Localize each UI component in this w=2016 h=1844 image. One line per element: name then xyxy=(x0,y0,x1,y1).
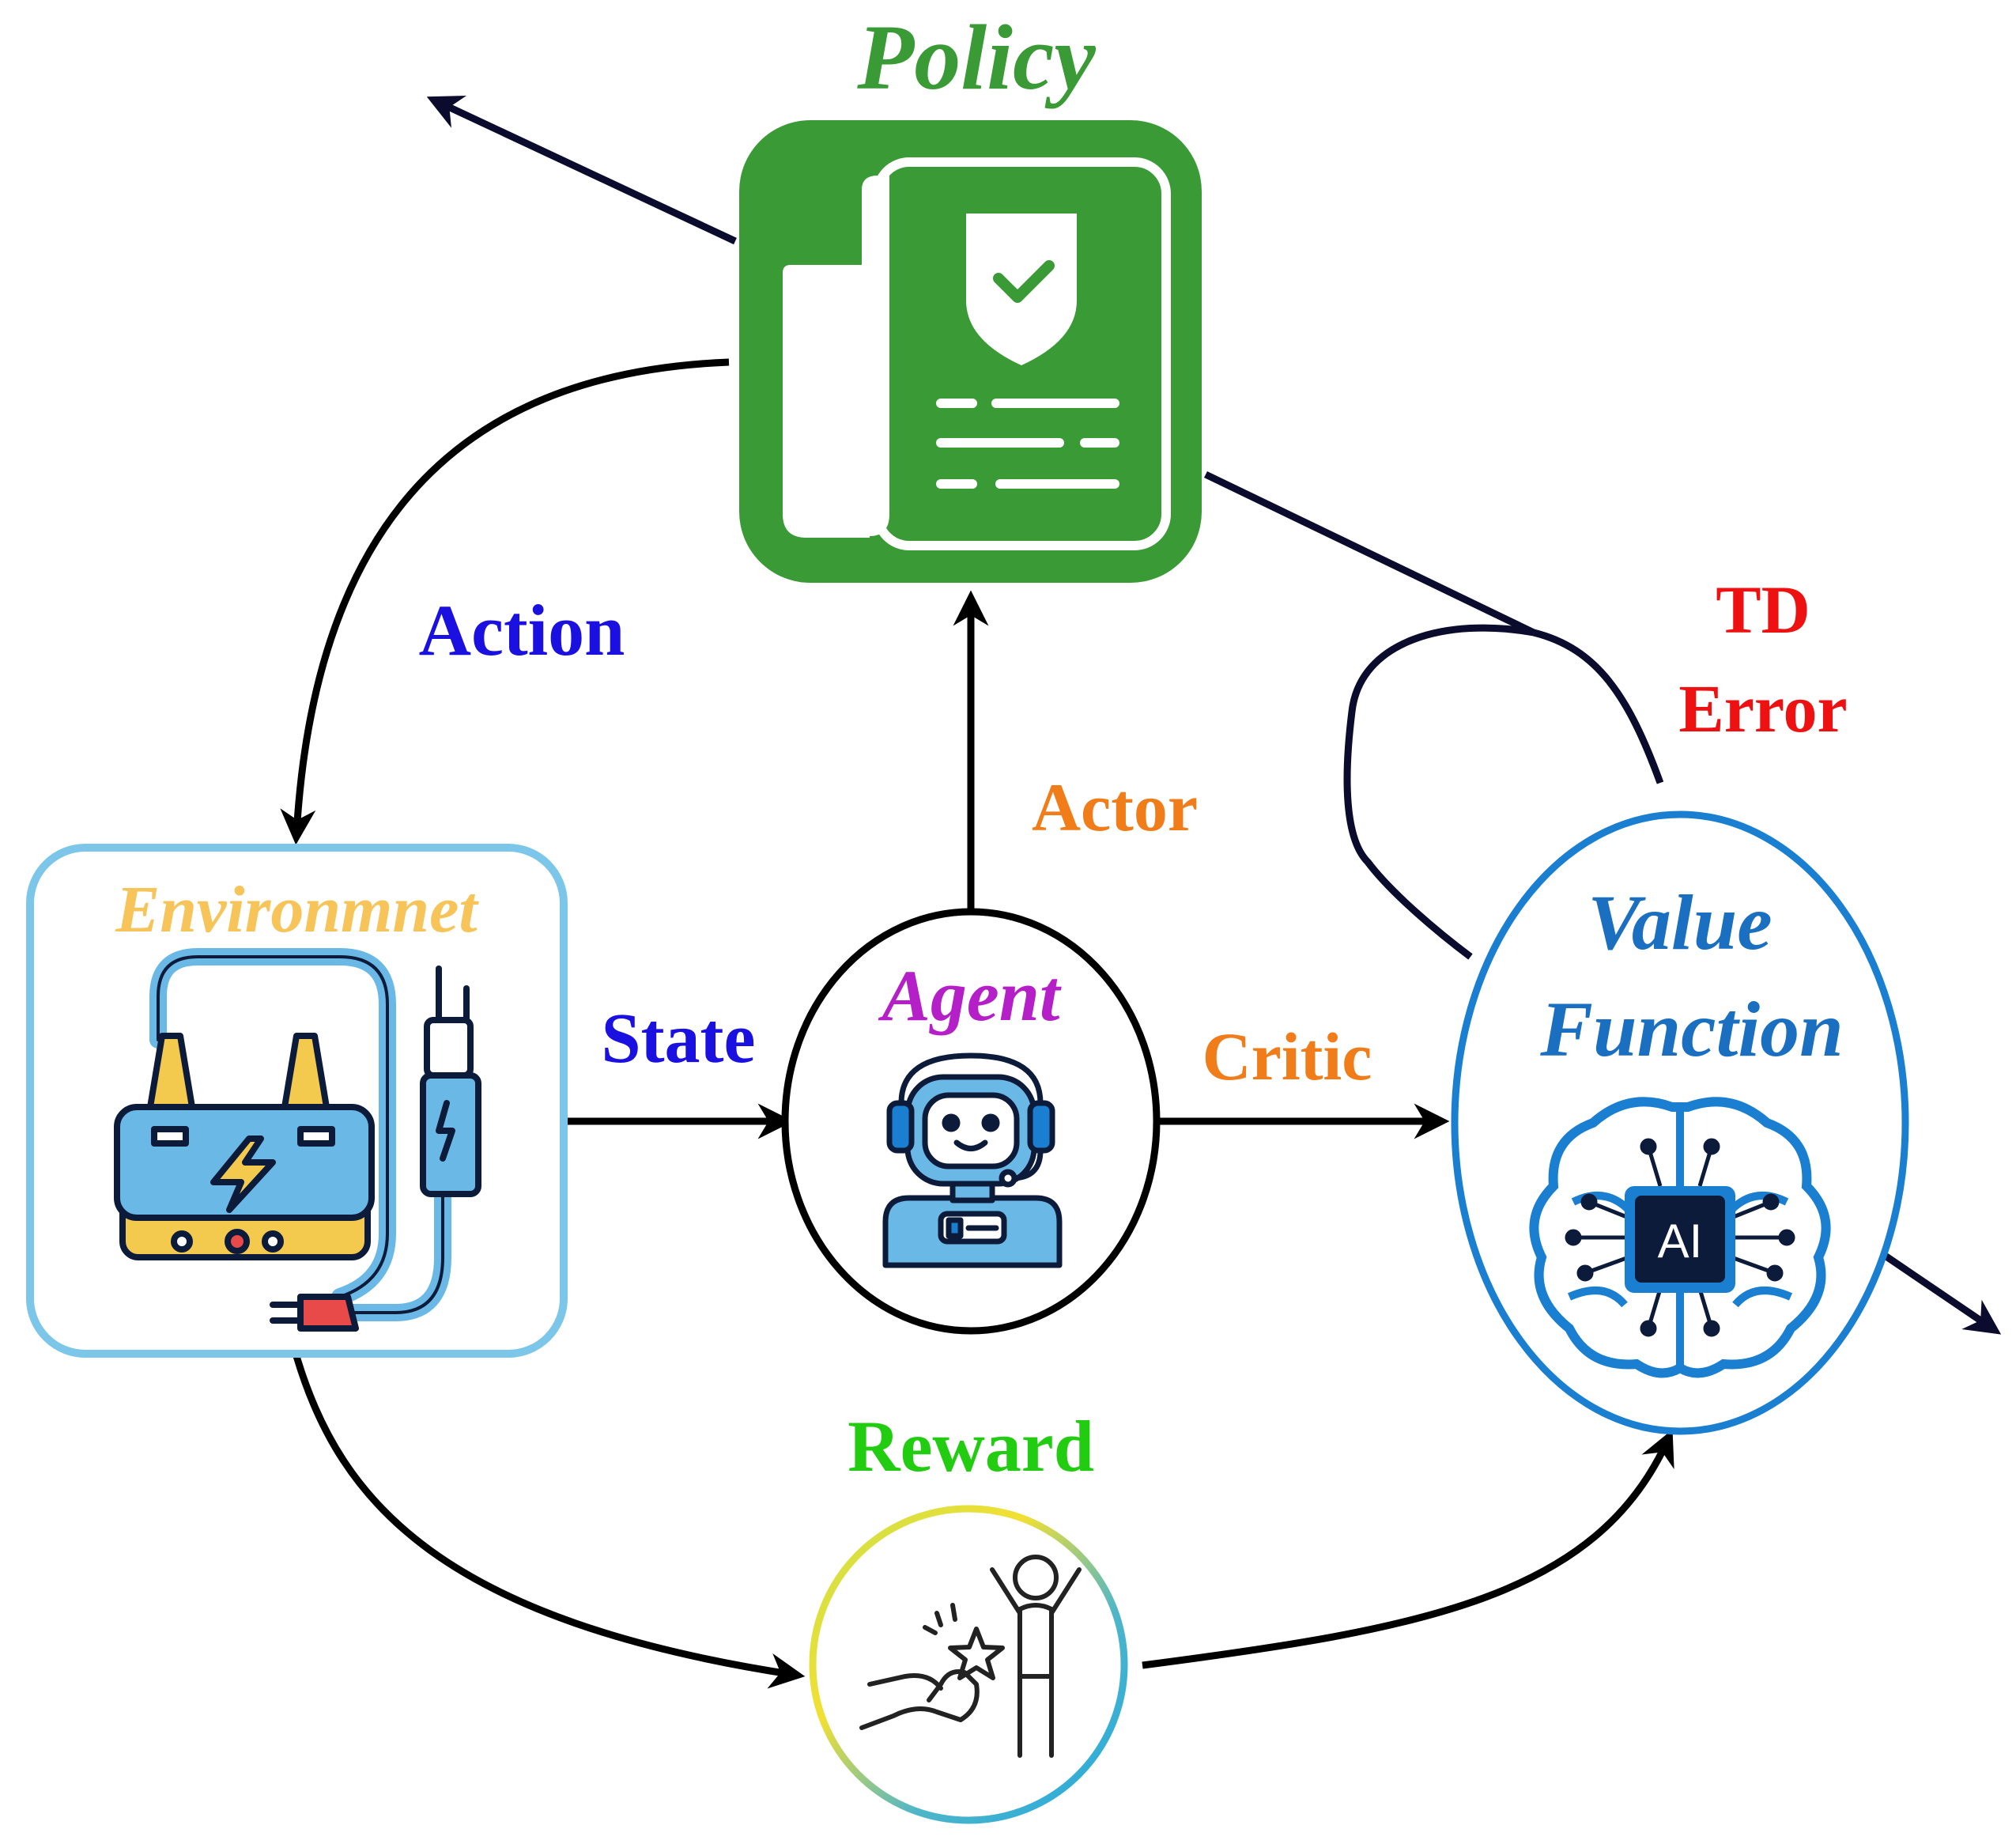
policy-node: Policy xyxy=(739,6,1202,583)
environment-node: Environmnet xyxy=(26,844,568,1358)
reward-hand-star-icon xyxy=(859,1555,1082,1758)
td-error-path xyxy=(426,95,2002,1335)
reward-node: Reward xyxy=(809,1406,1128,1824)
robot-icon xyxy=(882,1052,1063,1268)
agent-label: Agent xyxy=(878,955,1062,1036)
value-function-node: Value Function AI xyxy=(1451,811,1909,1435)
policy-document-shield-icon xyxy=(739,120,1202,583)
ai-chip-label: AI xyxy=(1658,1215,1703,1268)
action-label: Action xyxy=(419,590,625,671)
action-arrow xyxy=(280,358,730,845)
td-error-label-line2: Error xyxy=(1678,671,1847,746)
flow-arrows xyxy=(280,358,1674,1689)
critic-label: Critic xyxy=(1202,1018,1372,1094)
env-to-reward-arrow xyxy=(293,1355,806,1689)
agent-node: Agent xyxy=(781,908,1161,1335)
td-error-label-line1: TD xyxy=(1716,572,1810,648)
power-station-icon xyxy=(114,948,481,1332)
policy-label: Policy xyxy=(856,6,1096,109)
actor-label: Actor xyxy=(1032,769,1198,845)
value-function-label-line2: Function xyxy=(1539,985,1844,1073)
reward-label: Reward xyxy=(848,1406,1094,1487)
value-function-label-line1: Value xyxy=(1588,879,1772,966)
ai-brain-icon: AI xyxy=(1529,1097,1831,1378)
state-label: State xyxy=(602,999,756,1078)
reward-to-value-arrow xyxy=(1142,1429,1674,1669)
environment-label: Environmnet xyxy=(115,873,479,947)
